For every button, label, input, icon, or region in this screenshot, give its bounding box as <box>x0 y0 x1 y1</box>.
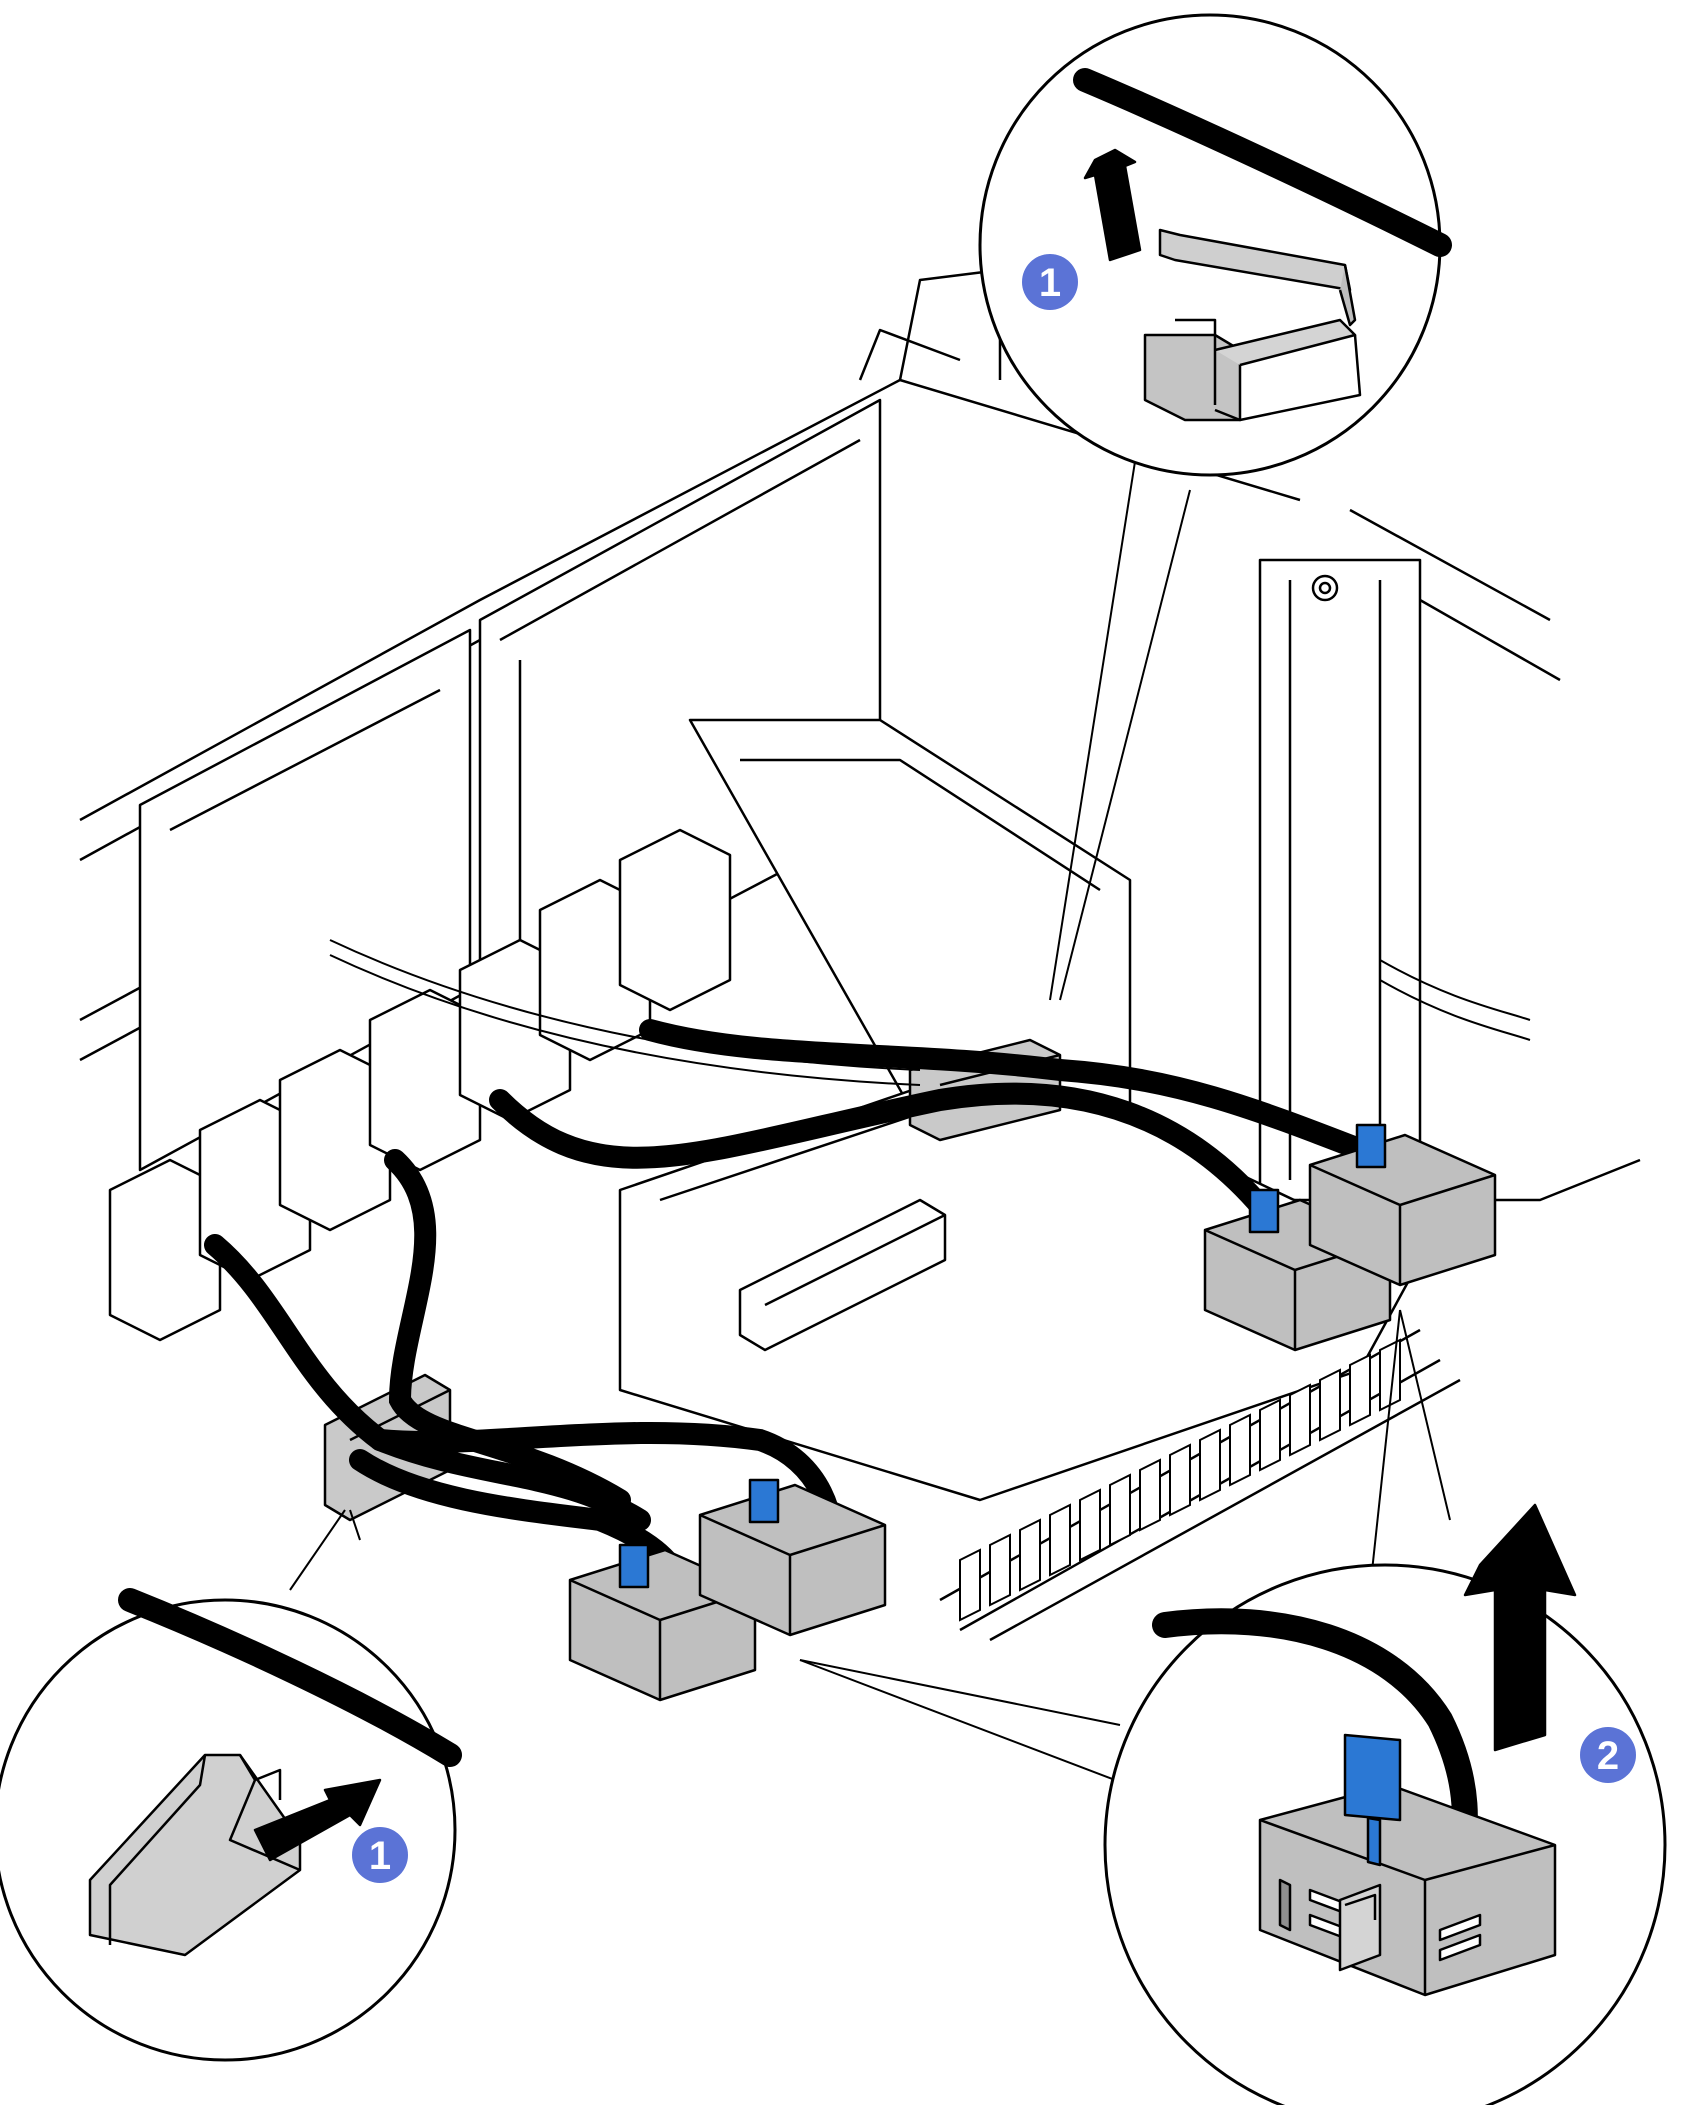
connector-group-right <box>1203 1123 1497 1352</box>
server-chassis <box>79 268 1641 1642</box>
step-number-top: 1 <box>1039 261 1061 305</box>
dimm-slots <box>959 1338 1401 1622</box>
clip-push-icon <box>88 1753 302 1957</box>
step-number-bottom-right: 2 <box>1597 1734 1619 1778</box>
step-badge-bottom-left: 1 <box>352 1827 408 1883</box>
callout-top: 1 <box>978 13 1452 477</box>
callout-leaders <box>289 429 1451 1781</box>
callout-bottom-right: 2 <box>1103 1503 1667 2105</box>
pull-tab-icon <box>1343 1733 1402 1867</box>
up-arrow-icon <box>1083 148 1142 262</box>
power-connectors-row <box>108 828 732 1342</box>
step-badge-bottom-right: 2 <box>1580 1727 1636 1783</box>
step-badge-top: 1 <box>1022 254 1078 310</box>
clip-lift-icon <box>1143 228 1362 422</box>
pull-up-arrow-icon <box>1463 1503 1577 1752</box>
push-arrow-icon <box>253 1778 382 1862</box>
connector-group-left <box>568 1478 887 1702</box>
callout-top-cable <box>1073 68 1452 257</box>
callout-bottom-left-cable <box>118 1588 462 1767</box>
callout-bottom-left: 1 <box>0 1588 462 2062</box>
step-number-bottom-left: 1 <box>369 1834 391 1878</box>
thin-cables <box>329 939 1531 1086</box>
pcb-connector-middle <box>738 1198 947 1352</box>
